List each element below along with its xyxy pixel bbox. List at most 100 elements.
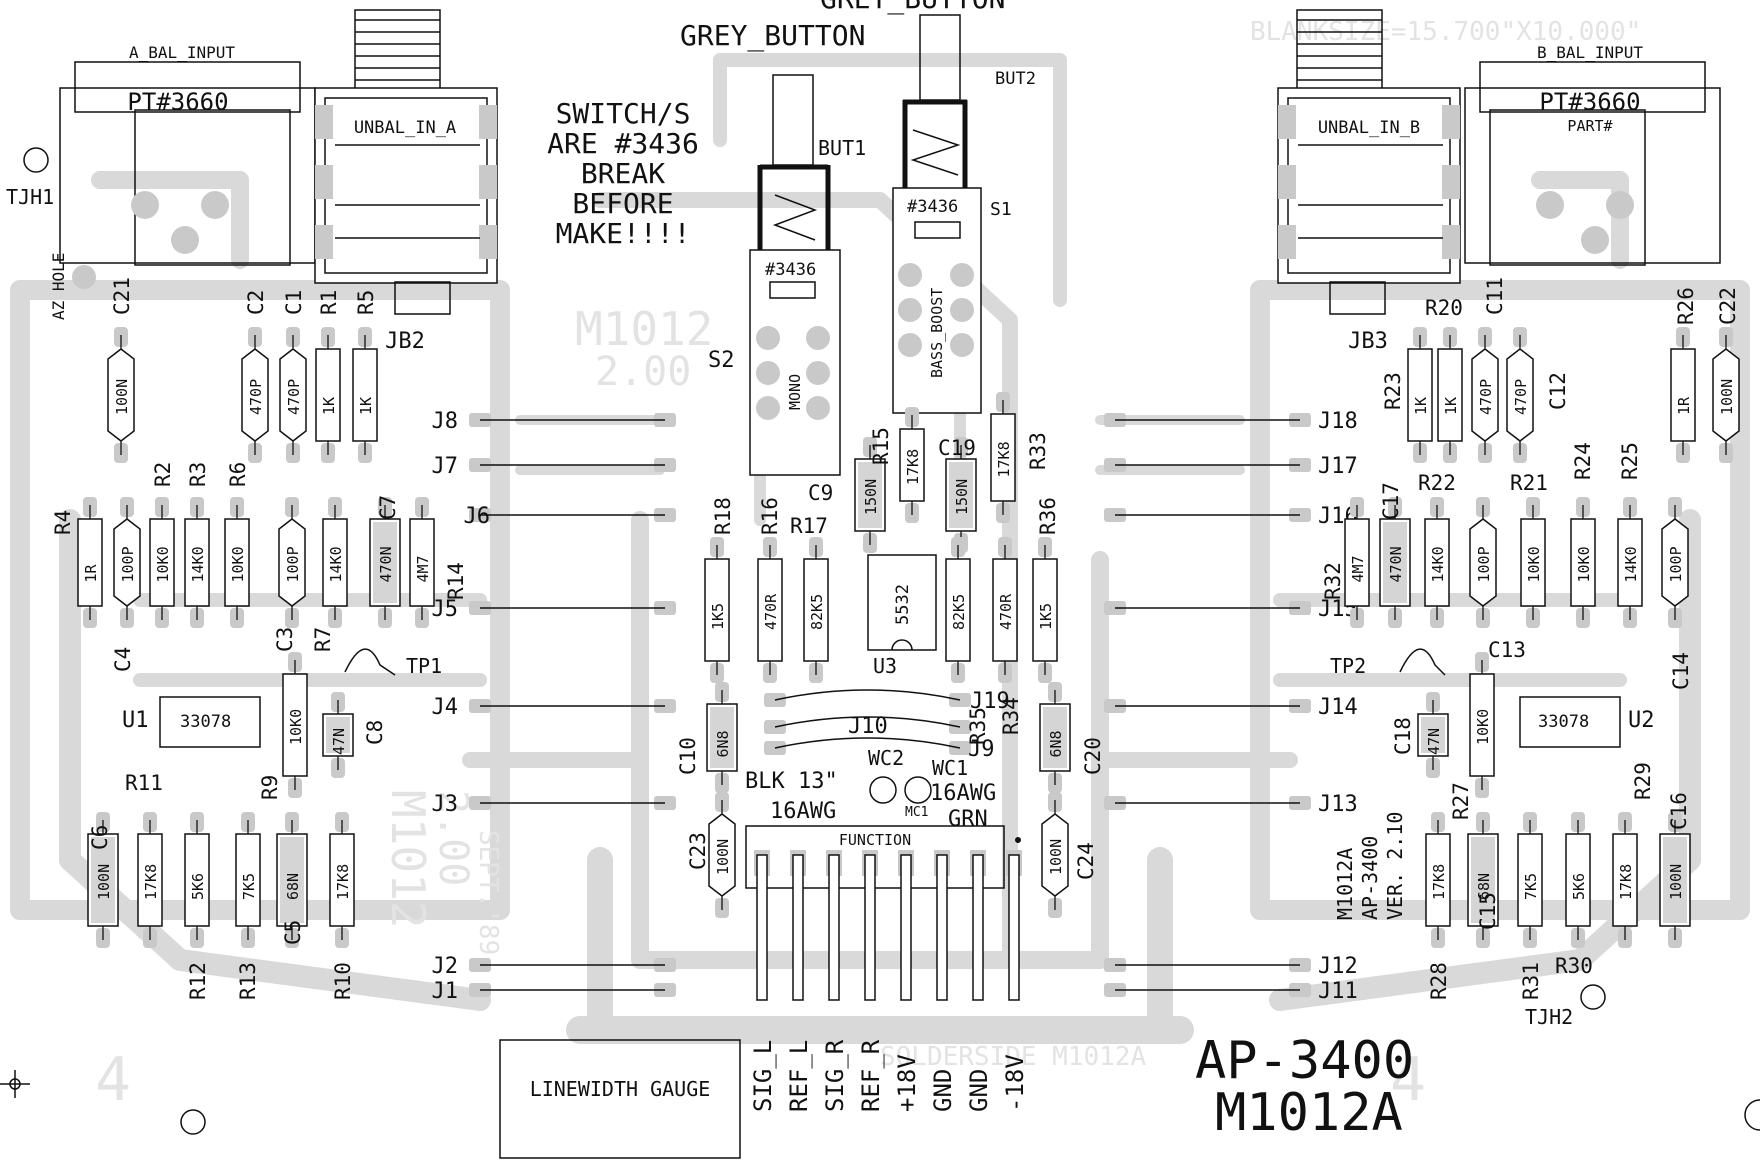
part-ref-r31: R31 — [1519, 962, 1543, 1000]
part-ref-r17: R17 — [790, 514, 828, 538]
part-ref-c7: C7 — [376, 495, 400, 520]
jumper-j1: J1 — [432, 979, 676, 1004]
ghost-m1012-low: M1012 — [381, 790, 435, 928]
part-value-c6: 100N — [95, 864, 113, 900]
b-bal-input-connector: B_BAL_INPUT PT#3660 PART# — [1464, 43, 1721, 266]
model-title: AP-3400 — [1195, 1031, 1414, 1091]
wc1-hole — [904, 776, 932, 804]
tp2-label: TP2 — [1330, 654, 1366, 678]
part-ref-c19: C19 — [938, 436, 976, 460]
copper-traces — [10, 53, 1750, 1044]
part-value-r31: 7K5 — [1522, 873, 1540, 900]
part-ref-r29: R29 — [1631, 762, 1655, 800]
header-pin-label-5: GND — [929, 1069, 957, 1112]
u2-label: U2 — [1628, 708, 1655, 733]
ghost-corner-left: 4 — [95, 1045, 131, 1115]
jumper-j10: J10 — [764, 714, 971, 739]
s2-part-label: #3436 — [765, 260, 816, 280]
part-ref-r21: R21 — [1510, 471, 1548, 495]
tjh1-hole — [23, 147, 49, 173]
s2-label: S2 — [708, 348, 735, 373]
part-ref-r33: R33 — [1026, 432, 1050, 470]
unbal-in-b-jack: UNBAL_IN_B JB3 — [1277, 9, 1461, 354]
part-value-c7: 470N — [377, 546, 395, 582]
header-pin-label-2: SIG_R — [821, 1039, 849, 1112]
unbal-in-a-jack: UNBAL_IN_A JB2 — [314, 9, 498, 354]
part-value-c1: 470P — [285, 379, 303, 415]
part-ref-r14: R14 — [444, 562, 468, 600]
part-value-r15: 17K8 — [904, 449, 922, 485]
but1-label: BUT1 — [818, 136, 866, 160]
jumper-j4: J4 — [432, 695, 676, 720]
ghost-solderside: SOLDERSIDE M1012A — [880, 1042, 1146, 1072]
part-ref-r2: R2 — [151, 462, 175, 487]
mounting-hole-right — [1744, 1099, 1760, 1131]
switch-s1-bass-boost: #3436 BASS_BOOST S1 BUT2 — [892, 14, 1036, 414]
ghost-version-low: 2.00 — [430, 790, 476, 886]
part-ref-r34: R34 — [999, 697, 1023, 735]
header-pin-ref-l-1: REF_L — [785, 850, 813, 1112]
part-ref-r28: R28 — [1427, 962, 1451, 1000]
board-title: M1012A — [1215, 1083, 1403, 1143]
svg-text:AP-3400: AP-3400 — [1358, 836, 1382, 920]
svg-text:J19: J19 — [970, 689, 1010, 714]
part-value-r11: 7K5 — [240, 873, 258, 900]
part-value-c4: 100P — [119, 546, 137, 582]
part-ref-r36: R36 — [1036, 497, 1060, 535]
tjh2-label: TJH2 — [1525, 1005, 1573, 1029]
part-value-c13: 100P — [1667, 546, 1685, 582]
part-ref-c24: C24 — [1074, 842, 1098, 880]
s1-part-label: #3436 — [907, 197, 958, 217]
ghost-corner-right: 4 — [1390, 1045, 1426, 1115]
part-ref-r3: R3 — [186, 462, 210, 487]
part-ref-r23: R23 — [1381, 372, 1405, 410]
tjh2-hole — [1580, 984, 1606, 1010]
jumper-j17: J17 — [1104, 454, 1358, 479]
jumpers: J8J7J6J5J4J3J2J1J18J17J16J15J14J13J12J11… — [432, 409, 1358, 1004]
svg-text:BREAK: BREAK — [581, 157, 665, 190]
header-pin-label-7: -18V — [1001, 1054, 1029, 1112]
part-ref-c12: C12 — [1546, 372, 1570, 410]
jb3-label: JB3 — [1348, 329, 1388, 354]
part-ref-r13: R13 — [236, 962, 260, 1000]
part-ref-c13: C13 — [1488, 638, 1526, 662]
part-ref-r7: R7 — [311, 627, 335, 652]
part-ref-r15: R15 — [869, 427, 893, 465]
part-b-label: PART# — [1567, 117, 1612, 135]
part-ref-r27: R27 — [1449, 782, 1473, 820]
part-value-r7: 14K0 — [327, 546, 345, 582]
part-ref-c20: C20 — [1081, 737, 1105, 775]
wire-green-label: GRN — [948, 807, 988, 832]
part-ref-c18: C18 — [1391, 717, 1415, 755]
part-value-r9: 10K0 — [287, 709, 305, 745]
part-ref-r5: R5 — [354, 290, 378, 315]
part-ref-r18: R18 — [711, 497, 735, 535]
u1-part: 33078 — [180, 712, 231, 732]
jumper-j7: J7 — [432, 454, 676, 479]
part-ref-c10: C10 — [676, 737, 700, 775]
jumper-j11: J11 — [1104, 979, 1358, 1004]
function-label: FUNCTION — [839, 831, 911, 849]
